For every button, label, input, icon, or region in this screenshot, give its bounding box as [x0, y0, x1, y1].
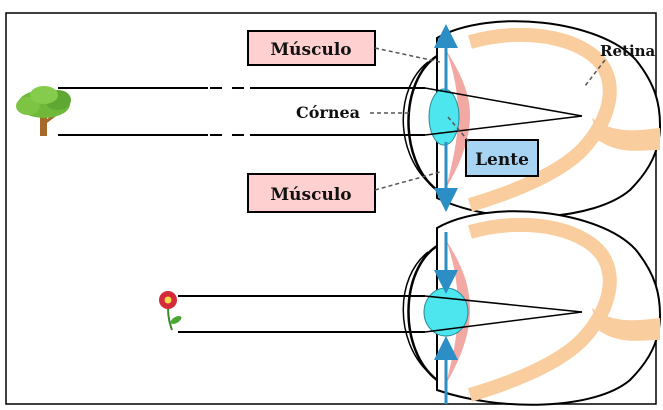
tree-icon — [16, 86, 71, 136]
optic-nerve — [592, 308, 660, 341]
eye-near — [178, 210, 662, 406]
flower-icon — [159, 291, 182, 331]
lens-shape — [428, 88, 460, 146]
label-cornea: Córnea — [296, 103, 412, 122]
muscle-top-text: Músculo — [270, 40, 351, 60]
label-lens: Lente — [447, 116, 539, 177]
label-muscle-bottom: Músculo — [247, 171, 441, 213]
cornea-shape — [407, 244, 438, 381]
cornea-shape — [407, 54, 438, 191]
muscle-bottom-text: Músculo — [270, 185, 351, 205]
label-retina: Retina — [584, 42, 656, 87]
lens-text: Lente — [475, 150, 529, 170]
retina-text: Retina — [600, 42, 656, 60]
optic-nerve — [592, 118, 660, 151]
label-muscle-top: Músculo — [247, 30, 441, 66]
retina-layer — [467, 217, 617, 402]
cornea-text: Córnea — [296, 103, 360, 122]
retina-layer — [467, 27, 617, 212]
